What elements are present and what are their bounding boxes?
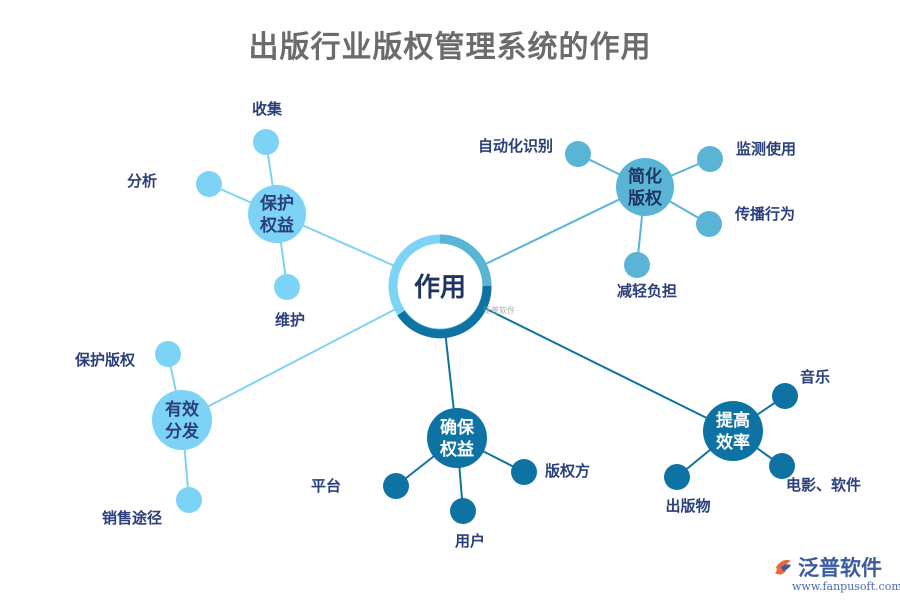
link-center-tigao — [439, 285, 734, 432]
leaf-node-fenxi — [196, 171, 222, 197]
leaf-node-banquanfang — [511, 459, 537, 485]
hub-baohu: 保护 权益 — [248, 185, 306, 243]
leaf-node-jiance — [697, 146, 723, 172]
leaf-label-yinyue: 音乐 — [800, 368, 830, 386]
leaf-node-dianying — [769, 453, 795, 479]
hub-baohu-line2: 权益 — [259, 215, 294, 236]
leaf-label-pingtai: 平台 — [311, 477, 341, 495]
leaf-label-shouji: 收集 — [252, 100, 283, 118]
leaf-label-jiance: 监测使用 — [736, 140, 796, 158]
leaf-label-chuanbo: 传播行为 — [734, 205, 795, 223]
leaf-node-baohubanquan — [155, 341, 181, 367]
hub-quebao: 确保 权益 — [427, 408, 487, 468]
leaf-node-pingtai — [383, 473, 409, 499]
leaf-node-shouji — [253, 129, 279, 155]
hub-youxiao: 有效 分发 — [152, 390, 212, 450]
leaf-node-yonghu — [450, 498, 476, 524]
hub-jianhua: 简化 版权 — [616, 158, 674, 216]
hub-quebao-line1: 确保 — [440, 417, 475, 438]
leaf-node-chubanwu — [664, 464, 690, 490]
leaf-label-baohubanquan: 保护版权 — [74, 351, 136, 369]
leaf-node-chuanbo — [696, 211, 722, 237]
hub-tigao-line2: 效率 — [716, 432, 750, 453]
logo-icon — [775, 559, 791, 575]
leaf-node-weihu — [274, 274, 300, 300]
page-title: 出版行业版权管理系统的作用 — [248, 30, 652, 65]
hub-youxiao-line2: 分发 — [165, 421, 200, 442]
logo-name: 泛普软件 — [798, 556, 882, 580]
leaf-node-jianqing — [624, 252, 650, 278]
hub-quebao-line2: 权益 — [439, 439, 474, 460]
logo-url: www.fanpusoft.com — [792, 580, 900, 593]
leaf-label-jianqing: 减轻负担 — [617, 282, 677, 300]
hub-youxiao-line1: 有效 — [165, 399, 199, 420]
center-label: 作用 — [414, 273, 466, 303]
hub-baohu-line1: 保护 — [259, 193, 294, 214]
watermark-text: 泛普软件 — [483, 305, 515, 315]
leaf-label-fenxi: 分析 — [127, 172, 157, 190]
leaf-label-chubanwu: 出版物 — [665, 497, 710, 515]
hub-jianhua-line1: 简化 — [628, 166, 662, 187]
leaf-label-dianying: 电影、软件 — [786, 476, 861, 494]
leaf-label-banquanfang: 版权方 — [545, 462, 590, 480]
leaf-node-xiaoshou — [176, 487, 202, 513]
brand-logo: 泛普软件 www.fanpusoft.com — [770, 552, 900, 596]
leaf-label-weihu: 维护 — [275, 311, 305, 329]
leaf-label-xiaoshou: 销售途径 — [102, 509, 162, 527]
hub-tigao-line1: 提高 — [716, 410, 750, 431]
leaf-label-zidonghua: 自动化识别 — [478, 137, 553, 155]
center-node: 作用 泛普软件 — [388, 234, 515, 339]
leaf-node-yinyue — [772, 383, 798, 409]
hub-tigao: 提高 效率 — [703, 401, 763, 461]
leaf-node-zidonghua — [565, 141, 591, 167]
hub-jianhua-line2: 版权 — [628, 188, 663, 209]
leaf-label-yonghu: 用户 — [455, 532, 485, 550]
